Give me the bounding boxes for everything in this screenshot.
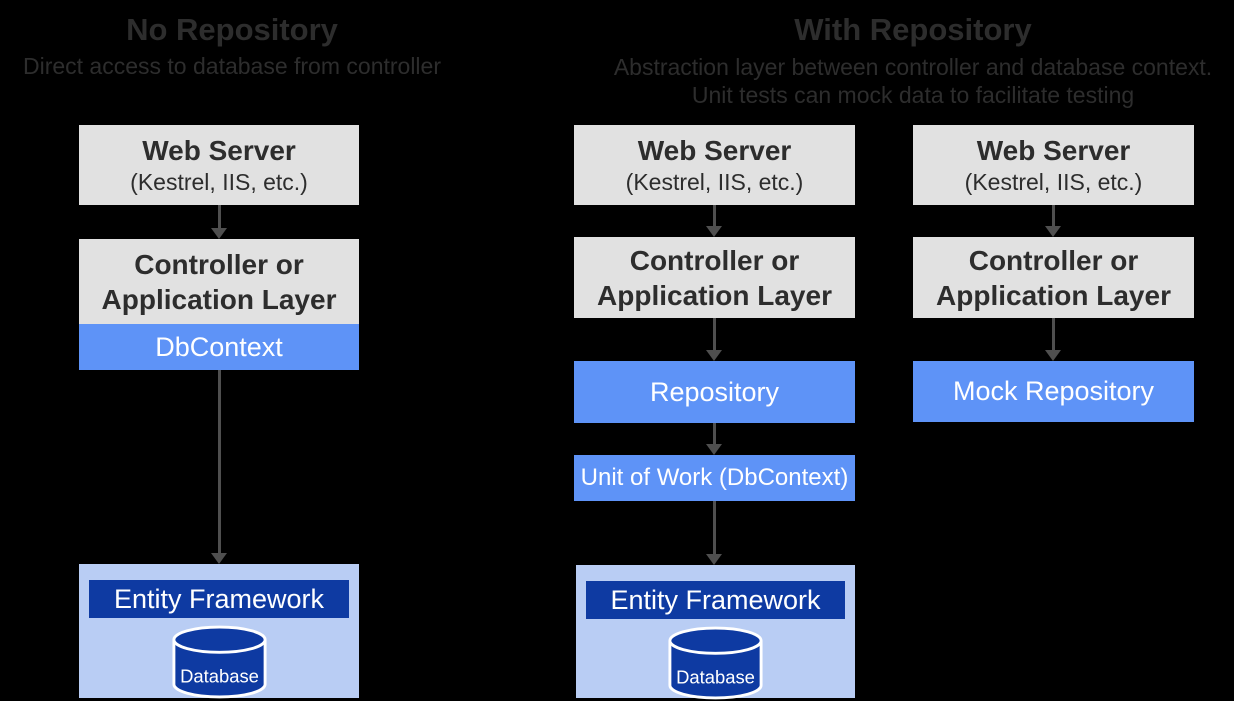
left-panel-header: No Repository Direct access to database … <box>0 12 464 80</box>
arrow-head-icon <box>1045 350 1061 361</box>
arrow-stem <box>217 370 221 553</box>
arrow-webserver-to-controller <box>1045 205 1061 237</box>
controller-line1: Controller or <box>968 244 1139 276</box>
entity-framework-box: Entity Framework <box>586 581 845 619</box>
controller-line2: Application Layer <box>597 279 832 311</box>
mock-repository-label: Mock Repository <box>952 376 1155 406</box>
web-server-title: Web Server <box>637 135 792 166</box>
web-server-subtitle: (Kestrel, IIS, etc.) <box>625 169 804 195</box>
arrow-webserver-to-controller <box>211 205 227 239</box>
arrow-stem <box>712 423 716 444</box>
controller-box: Controller or Application Layer <box>79 239 359 324</box>
right-panel-title: With Repository <box>794 12 1032 47</box>
arrow-stem <box>1051 205 1055 226</box>
dbcontext-label: DbContext <box>155 331 283 362</box>
controller-line2: Application Layer <box>936 279 1171 311</box>
database-cylinder-icon: Database <box>171 625 267 699</box>
entity-framework-container: Entity Framework Database <box>576 565 855 700</box>
entity-framework-container: Entity Framework Database <box>79 564 359 699</box>
arrow-head-icon <box>1045 226 1061 237</box>
web-server-box: Web Server (Kestrel, IIS, etc.) <box>913 125 1194 205</box>
arrow-repository-to-unitofwork <box>706 423 722 455</box>
web-server-box: Web Server (Kestrel, IIS, etc.) <box>79 125 359 205</box>
arrow-stem <box>217 205 221 228</box>
arrow-dbcontext-to-entityframework <box>211 370 227 564</box>
arrow-controller-to-repository <box>706 318 722 361</box>
entity-framework-box: Entity Framework <box>89 580 349 618</box>
unit-of-work-label: Unit of Work (DbContext) <box>580 464 849 491</box>
right-panel-subtitle-line1: Abstraction layer between controller and… <box>613 54 1213 80</box>
arrow-webserver-to-controller <box>706 205 722 237</box>
controller-line1: Controller or <box>134 248 304 280</box>
controller-box: Controller or Application Layer <box>574 237 855 318</box>
web-server-title: Web Server <box>142 135 296 166</box>
mock-repository-box: Mock Repository <box>913 361 1194 422</box>
arrow-stem <box>712 205 716 226</box>
arrow-stem <box>1051 318 1055 350</box>
right-panel-subtitle-line2: Unit tests can mock data to facilitate t… <box>691 82 1135 108</box>
entity-framework-label: Entity Framework <box>610 584 821 615</box>
database-cylinder-icon: Database <box>668 626 763 700</box>
right-panel-header: With Repository Abstraction layer betwee… <box>585 12 1234 109</box>
database-cylinder-top <box>171 625 267 654</box>
arrow-controller-to-mockrepository <box>1045 318 1061 361</box>
arrow-head-icon <box>706 350 722 361</box>
web-server-subtitle: (Kestrel, IIS, etc.) <box>964 169 1143 195</box>
arrow-head-icon <box>211 553 227 564</box>
arrow-head-icon <box>706 554 722 565</box>
arrow-head-icon <box>706 444 722 455</box>
web-server-subtitle: (Kestrel, IIS, etc.) <box>130 169 308 195</box>
repository-box: Repository <box>574 361 855 423</box>
arrow-unitofwork-to-entityframework <box>706 501 722 565</box>
arrow-stem <box>712 318 716 350</box>
database-cylinder-top <box>668 626 763 655</box>
arrow-stem <box>712 501 716 554</box>
dbcontext-box: DbContext <box>79 324 359 370</box>
controller-box: Controller or Application Layer <box>913 237 1194 318</box>
controller-line1: Controller or <box>629 244 800 276</box>
database-label: Database <box>676 666 755 687</box>
arrow-head-icon <box>706 226 722 237</box>
left-panel-title: No Repository <box>126 12 338 47</box>
left-panel-subtitle: Direct access to database from controlle… <box>22 53 441 79</box>
repository-label: Repository <box>649 376 780 407</box>
controller-line2: Application Layer <box>101 283 337 315</box>
database-cylinder-body <box>171 639 267 699</box>
database-label: Database <box>180 665 259 686</box>
arrow-head-icon <box>211 228 227 239</box>
web-server-title: Web Server <box>976 135 1131 166</box>
web-server-box: Web Server (Kestrel, IIS, etc.) <box>574 125 855 205</box>
entity-framework-label: Entity Framework <box>113 583 325 614</box>
unit-of-work-box: Unit of Work (DbContext) <box>574 455 855 501</box>
